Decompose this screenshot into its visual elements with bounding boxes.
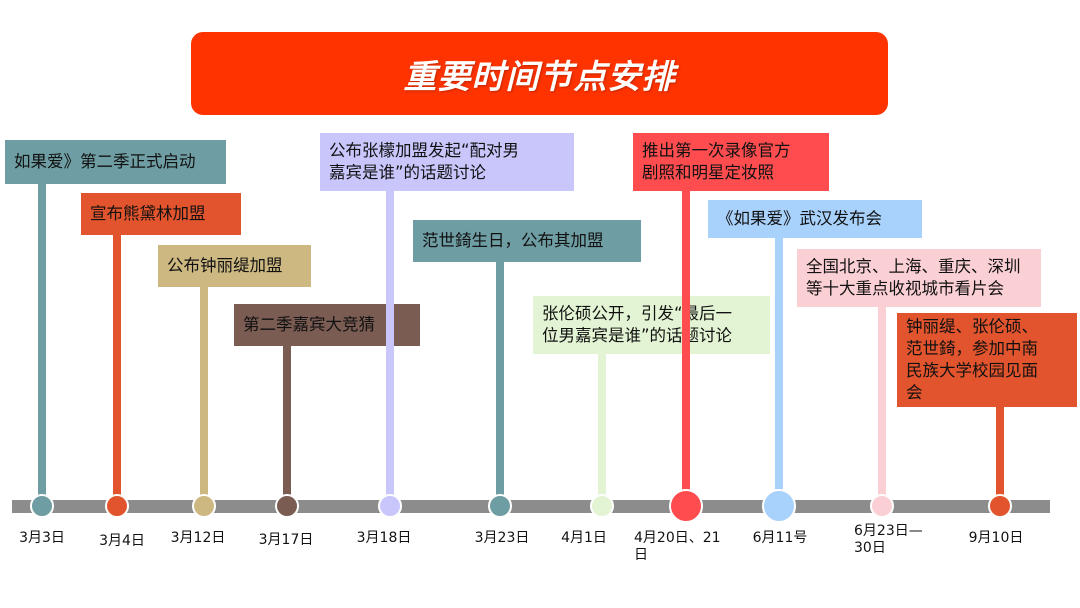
timeline-stem xyxy=(775,236,783,506)
event-date: 4月20日、21 日 xyxy=(634,530,721,563)
timeline-stem xyxy=(38,182,46,506)
timeline-dot xyxy=(988,494,1012,518)
timeline-dot xyxy=(378,494,402,518)
timeline-stem xyxy=(283,344,291,506)
timeline-stem xyxy=(996,405,1004,506)
event-date: 6月23日— 30日 xyxy=(854,523,923,556)
event-date: 4月1日 xyxy=(561,530,607,546)
timeline-dot xyxy=(762,489,796,523)
event-date: 3月18日 xyxy=(356,530,412,546)
timeline-stem xyxy=(598,352,606,506)
timeline-dot xyxy=(669,489,703,523)
event-label: 范世錡生日，公布其加盟 xyxy=(413,220,641,262)
timeline-dot xyxy=(192,494,216,518)
timeline-axis xyxy=(12,500,1050,513)
event-date: 3月3日 xyxy=(19,530,65,546)
event-label: 张伦硕公开，引发“最后一 位男嘉宾是谁”的话题讨论 xyxy=(533,296,770,354)
timeline-stem xyxy=(878,305,886,506)
event-date: 6月11号 xyxy=(752,530,808,546)
page-title: 重要时间节点安排 xyxy=(403,56,676,96)
timeline-stem xyxy=(386,189,394,506)
timeline-stem xyxy=(113,233,121,506)
event-label: 公布张檬加盟发起“配对男 嘉宾是谁”的话题讨论 xyxy=(320,133,574,191)
event-date: 3月17日 xyxy=(258,532,314,548)
event-label: 公布钟丽缇加盟 xyxy=(158,245,311,287)
event-label: 钟丽缇、张伦硕、 范世錡，参加中南 民族大学校园见面 会 xyxy=(897,313,1077,407)
timeline-dot xyxy=(590,494,614,518)
timeline-stem xyxy=(200,285,208,506)
timeline-dot xyxy=(870,494,894,518)
event-label: 如果爱》第二季正式启动 xyxy=(5,140,226,184)
timeline-dot xyxy=(488,494,512,518)
event-date: 3月4日 xyxy=(99,533,145,549)
event-label: 《如果爱》武汉发布会 xyxy=(708,200,922,238)
timeline-stem xyxy=(496,260,504,506)
event-label: 宣布熊黛林加盟 xyxy=(81,193,241,235)
timeline-dot xyxy=(30,494,54,518)
title-banner: 重要时间节点安排 xyxy=(191,32,888,115)
timeline-dot xyxy=(105,494,129,518)
event-date: 3月23日 xyxy=(474,530,530,546)
timeline-dot xyxy=(275,494,299,518)
timeline-stem xyxy=(682,189,690,506)
event-date: 3月12日 xyxy=(170,530,226,546)
event-date: 9月10日 xyxy=(968,530,1024,546)
event-label: 推出第一次录像官方 剧照和明星定妆照 xyxy=(633,133,829,191)
event-label: 全国北京、上海、重庆、深圳 等十大重点收视城市看片会 xyxy=(797,249,1041,307)
